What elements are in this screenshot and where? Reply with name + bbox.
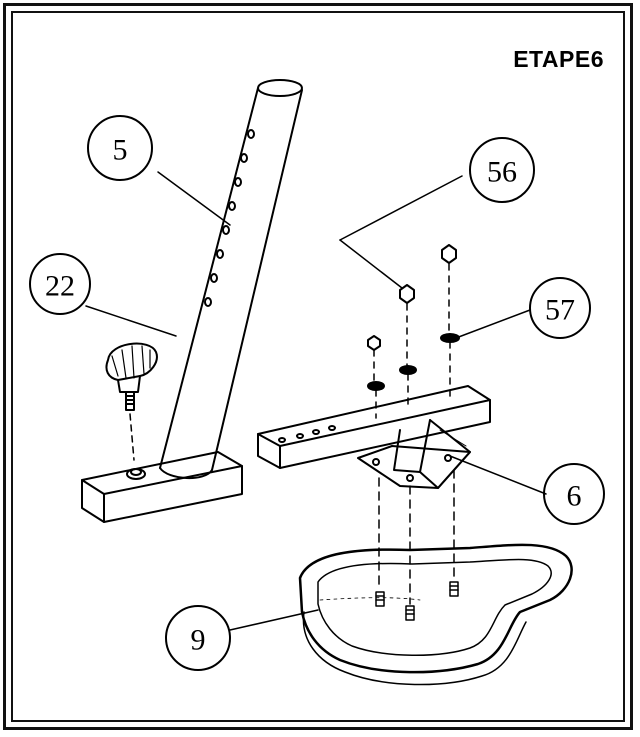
alignment-lines-upper bbox=[373, 263, 451, 419]
nuts-and-washers bbox=[367, 244, 460, 391]
outer-border bbox=[3, 3, 633, 730]
callout-6-circle bbox=[543, 463, 605, 525]
step-title: ETAPE6 bbox=[513, 46, 604, 72]
callout-22-label: 22 bbox=[45, 270, 75, 303]
seat-rail-bracket-drawing bbox=[257, 385, 491, 489]
inner-border bbox=[11, 11, 625, 722]
callout-56-label: 56 bbox=[487, 156, 517, 189]
callout-5-label: 5 bbox=[113, 134, 128, 167]
callout-56-circle bbox=[469, 137, 535, 203]
alignment-lines-lower bbox=[378, 469, 455, 605]
saddle-drawing bbox=[298, 543, 573, 686]
leader-lines bbox=[85, 171, 547, 631]
adjustment-knob-drawing bbox=[105, 342, 158, 461]
callout-5-circle bbox=[87, 115, 153, 181]
callout-22-circle bbox=[29, 253, 91, 315]
seat-post-tube-drawing bbox=[159, 79, 303, 480]
saddle-studs bbox=[375, 581, 459, 621]
callout-circles bbox=[29, 115, 605, 671]
callout-9-circle bbox=[165, 605, 231, 671]
callout-57-label: 57 bbox=[545, 294, 575, 327]
callout-57-circle bbox=[529, 277, 591, 339]
base-sleeve-drawing bbox=[81, 451, 243, 523]
callout-6-label: 6 bbox=[567, 480, 582, 513]
callout-9-label: 9 bbox=[191, 624, 206, 657]
